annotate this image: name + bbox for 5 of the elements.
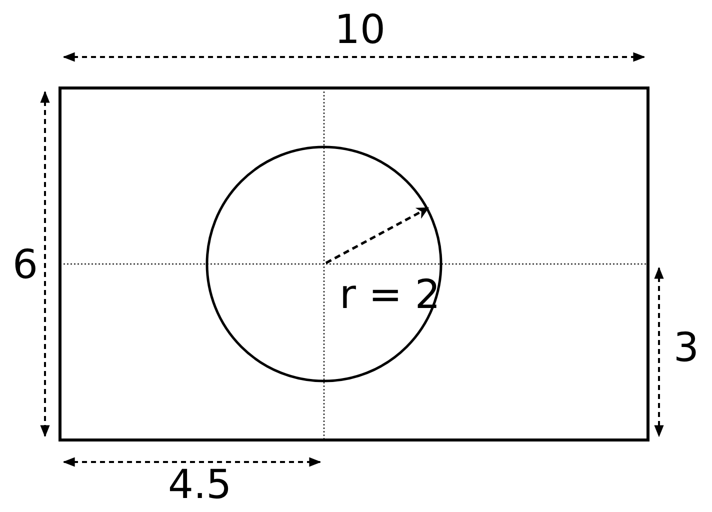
dimension-label: 3 bbox=[674, 328, 699, 368]
radius-label: r = 2 bbox=[340, 275, 440, 315]
dimension-label: 6 bbox=[12, 245, 38, 285]
dimension-label: 10 bbox=[334, 10, 386, 50]
dimension-label: 4.5 bbox=[168, 465, 232, 505]
